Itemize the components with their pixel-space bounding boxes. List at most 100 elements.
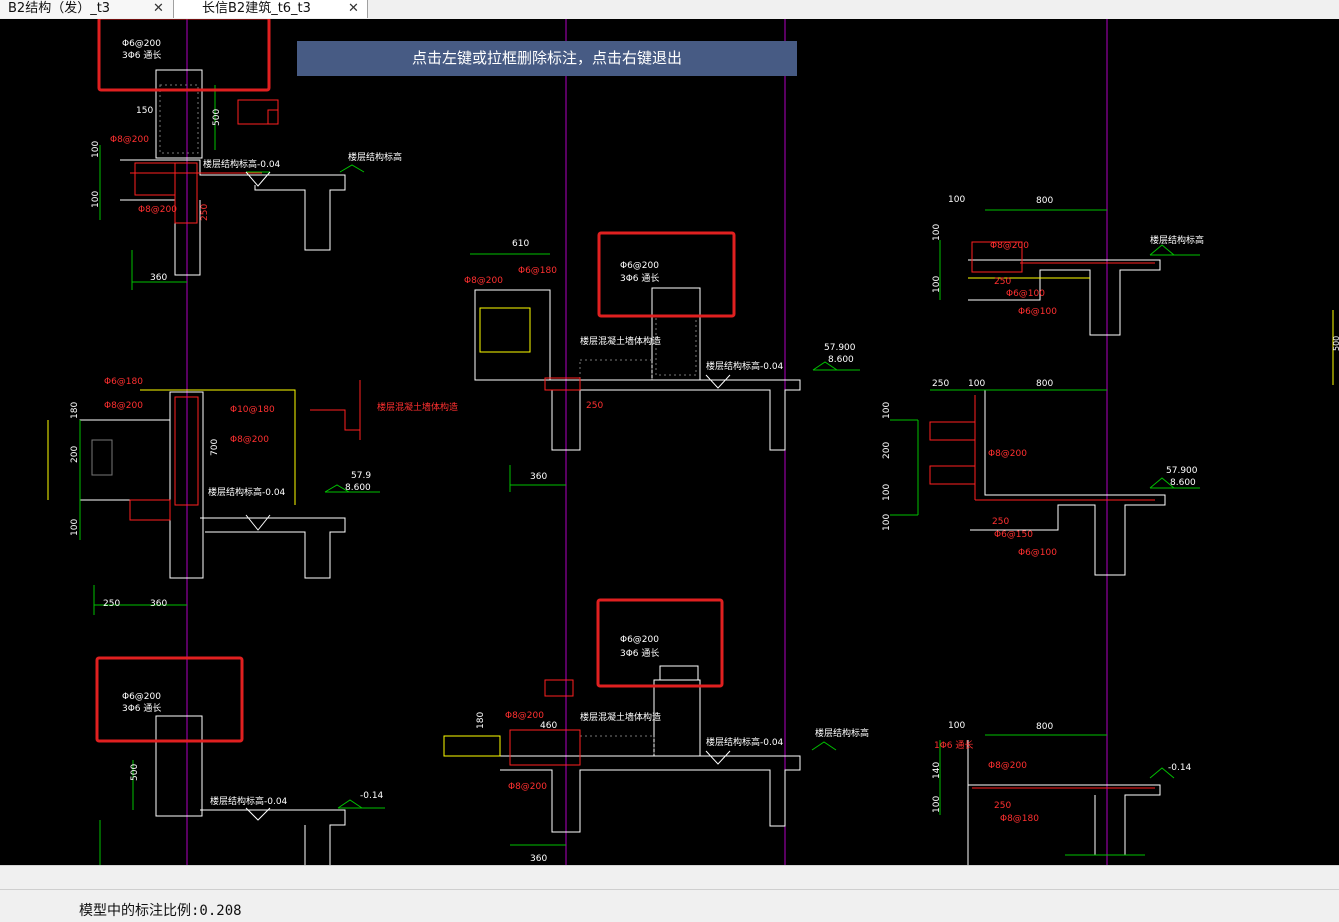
rebar-label: Φ8@200 bbox=[104, 401, 143, 411]
rebar-label: 3Φ6 通长 bbox=[620, 272, 659, 284]
detail-6 bbox=[939, 209, 1200, 336]
dim-label: 800 bbox=[1036, 196, 1053, 206]
rebar-label: Φ8@200 bbox=[138, 205, 177, 215]
dim-label: 100 bbox=[91, 191, 101, 208]
dim-label: 500 bbox=[212, 109, 222, 126]
note-label: 楼层结构标高-0.04 bbox=[203, 158, 281, 170]
detail-8-labels: 100 800 1Φ6 通长 Φ8@200 250 Φ8@180 -0.14 1… bbox=[932, 721, 1192, 824]
dim-label: 100 bbox=[932, 224, 942, 241]
cad-drawing-canvas[interactable]: Φ6@200 3Φ6 通长 150 Φ8@200 Φ8@200 楼层结构标高-0… bbox=[0, 19, 1339, 865]
highlight-boxes bbox=[95, 19, 736, 743]
detail-2-labels: Φ6@180 Φ8@200 Φ10@180 Φ8@200 楼层结构标高-0.04… bbox=[70, 377, 458, 609]
rebar-label: Φ6@180 bbox=[104, 377, 143, 387]
axis-lines bbox=[186, 19, 1108, 865]
rebar-label: Φ6@100 bbox=[1006, 289, 1045, 299]
note-label: -0.14 bbox=[1168, 763, 1192, 773]
rebar-label: Φ6@100 bbox=[1018, 548, 1057, 558]
tab-b2-structure[interactable]: B2结构（发）_t3 ✕ bbox=[0, 0, 174, 18]
note-label: 楼层结构标高 bbox=[1150, 234, 1204, 246]
rebar-label: Φ8@200 bbox=[464, 276, 503, 286]
rebar-label: Φ8@200 bbox=[988, 761, 1027, 771]
dim-label: 500 bbox=[130, 764, 140, 781]
dim-label: 200 bbox=[70, 446, 80, 463]
detail-3-labels: Φ6@200 3Φ6 通长 楼层结构标高-0.04 -0.14 500 bbox=[122, 692, 384, 807]
rebar-label: 3Φ6 通长 bbox=[122, 702, 161, 714]
dim-label: 800 bbox=[1036, 379, 1053, 389]
note-label: 楼层结构标高-0.04 bbox=[210, 795, 288, 807]
dim-label: 100 bbox=[882, 484, 892, 501]
dim-label: 250 bbox=[992, 517, 1009, 527]
dim-label: 360 bbox=[530, 854, 547, 864]
horizontal-scrollbar[interactable] bbox=[0, 865, 1339, 890]
note-label: 楼层混凝土墙体构造 bbox=[580, 335, 661, 347]
tab-b2-architecture[interactable]: 长信B2建筑_t6_t3 ✕ bbox=[174, 0, 368, 18]
dim-label: 150 bbox=[136, 106, 153, 116]
detail-5-labels: Φ6@200 3Φ6 通长 Φ8@200 460 楼层混凝土墙体构造 楼层结构标… bbox=[476, 635, 869, 864]
offscreen-detail-edge: 500 bbox=[1332, 310, 1339, 385]
note-label: 楼层结构标高-0.04 bbox=[208, 486, 286, 498]
elevation-bottom: 8.600 bbox=[828, 355, 854, 365]
command-prompt-banner: 点击左键或拉框删除标注，点击右键退出 bbox=[297, 41, 797, 76]
rebar-label: Φ6@200 bbox=[122, 39, 161, 49]
rebar-label: Φ8@200 bbox=[508, 782, 547, 792]
note-label: 楼层结构标高 bbox=[348, 151, 402, 163]
dim-label: 100 bbox=[882, 402, 892, 419]
cad-drawing: Φ6@200 3Φ6 通长 150 Φ8@200 Φ8@200 楼层结构标高-0… bbox=[47, 19, 1339, 865]
note-label: 楼层结构标高-0.04 bbox=[706, 736, 784, 748]
detail-3 bbox=[99, 715, 385, 865]
rebar-label: Φ6@150 bbox=[994, 530, 1033, 540]
dim-label: 100 bbox=[968, 379, 985, 389]
note-label: 楼层混凝土墙体构造 bbox=[377, 401, 458, 413]
annotation-scale-status: 模型中的标注比例:0.208 bbox=[79, 903, 242, 919]
rebar-label: Φ8@180 bbox=[1000, 814, 1039, 824]
dim-label: 250 bbox=[586, 401, 603, 411]
dim-label: 180 bbox=[70, 402, 80, 419]
rebar-label: Φ8@200 bbox=[990, 241, 1029, 251]
dim-label: 200 bbox=[882, 442, 892, 459]
rebar-label: 3Φ6 通长 bbox=[122, 49, 161, 61]
dim-label: 140 bbox=[932, 762, 942, 779]
rebar-label: Φ6@100 bbox=[1018, 307, 1057, 317]
dim-label: 100 bbox=[948, 195, 965, 205]
dim-label: 800 bbox=[1036, 722, 1053, 732]
dim-label: 100 bbox=[70, 519, 80, 536]
detail-1 bbox=[99, 69, 365, 290]
rebar-label: Φ8@200 bbox=[988, 449, 1027, 459]
close-icon[interactable]: ✕ bbox=[348, 1, 359, 16]
dim-label: 250 bbox=[994, 801, 1011, 811]
detail-2 bbox=[47, 380, 380, 615]
detail-4-labels: Φ6@200 3Φ6 通长 610 Φ8@200 Φ6@180 楼层混凝土墙体构… bbox=[464, 239, 856, 482]
document-tab-bar: B2结构（发）_t3 ✕ 长信B2建筑_t6_t3 ✕ bbox=[0, 0, 1339, 20]
dim-label: 360 bbox=[530, 472, 547, 482]
rebar-label: 1Φ6 通长 bbox=[934, 739, 973, 751]
tab-label: B2结构（发）_t3 bbox=[8, 1, 111, 16]
elevation-top: 57.900 bbox=[1166, 466, 1198, 476]
dim-label: 360 bbox=[150, 273, 167, 283]
note-label: 楼层结构标高-0.04 bbox=[706, 360, 784, 372]
dim-label: 100 bbox=[932, 796, 942, 813]
detail-4 bbox=[470, 253, 860, 492]
close-icon[interactable]: ✕ bbox=[153, 1, 164, 16]
dim-label: 700 bbox=[210, 439, 220, 456]
rebar-label: Φ6@180 bbox=[518, 266, 557, 276]
dim-label: 100 bbox=[948, 721, 965, 731]
rebar-label: Φ8@200 bbox=[110, 135, 149, 145]
dim-label: 180 bbox=[476, 712, 486, 729]
dim-label: 100 bbox=[91, 141, 101, 158]
dim-label: 250 bbox=[994, 277, 1011, 287]
dim-label: 100 bbox=[882, 514, 892, 531]
elevation-bottom: 8.600 bbox=[345, 483, 371, 493]
highlight-box bbox=[597, 231, 736, 318]
rebar-label: 3Φ6 通长 bbox=[620, 647, 659, 659]
note-label: 楼层结构标高 bbox=[815, 727, 869, 739]
dim-label: 250 bbox=[932, 379, 949, 389]
note-label: -0.14 bbox=[360, 791, 384, 801]
highlight-box bbox=[95, 656, 244, 743]
highlight-box bbox=[97, 19, 271, 92]
note-label: 楼层混凝土墙体构造 bbox=[580, 711, 661, 723]
rebar-label: Φ6@200 bbox=[122, 692, 161, 702]
dim-label: 250 bbox=[200, 204, 210, 221]
highlight-box bbox=[596, 598, 724, 688]
detail-8 bbox=[939, 734, 1175, 865]
rebar-label: Φ6@200 bbox=[620, 261, 659, 271]
